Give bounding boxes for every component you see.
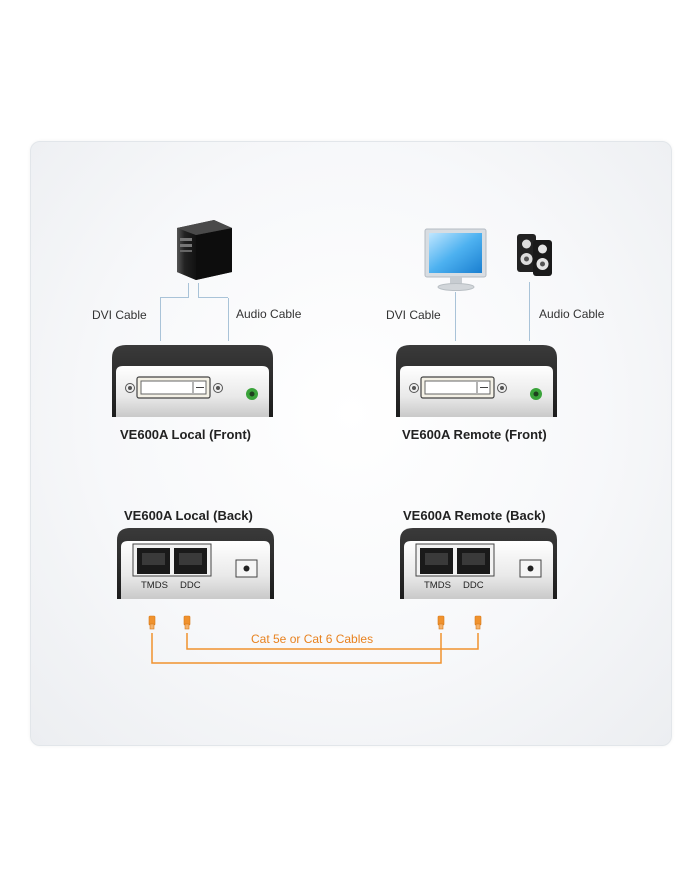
remote-front-device [396, 345, 557, 417]
remote-audio-line [529, 282, 530, 341]
local-tmds-port-label: TMDS [141, 580, 168, 591]
remote-audio-cable-label: Audio Cable [539, 307, 605, 321]
monitor-icon [424, 228, 487, 291]
local-front-device [112, 345, 273, 417]
remote-tmds-port-label: TMDS [424, 580, 451, 591]
diagram-panel [30, 141, 672, 746]
remote-back-title: VE600A Remote (Back) [403, 508, 546, 523]
local-back-title: VE600A Local (Back) [124, 508, 253, 523]
remote-dvi-line [455, 292, 456, 341]
remote-dvi-cable-label: DVI Cable [386, 308, 441, 322]
local-pc-line-v1 [188, 283, 189, 298]
ddc-cable [186, 633, 479, 650]
local-ddc-port-label: DDC [180, 580, 201, 591]
remote-back-device [400, 528, 557, 599]
cat-cables [151, 633, 479, 664]
computer-tower-icon [177, 220, 232, 280]
local-dvi-cable-label: DVI Cable [92, 308, 147, 322]
rj45-plugs [148, 615, 482, 630]
remote-ddc-port-label: DDC [463, 580, 484, 591]
remote-front-title: VE600A Remote (Front) [402, 427, 547, 442]
local-audio-line [228, 298, 229, 341]
local-pc-line-v2 [198, 283, 199, 298]
cat-cable-label: Cat 5e or Cat 6 Cables [251, 632, 374, 646]
local-pc-line-h2 [198, 297, 228, 298]
local-front-title: VE600A Local (Front) [120, 427, 251, 442]
speakers-icon [517, 234, 552, 276]
local-back-device [117, 528, 274, 599]
local-pc-line-h1 [160, 297, 188, 298]
local-audio-cable-label: Audio Cable [236, 307, 302, 321]
tmds-cable [151, 633, 442, 664]
local-dvi-line [160, 298, 161, 341]
